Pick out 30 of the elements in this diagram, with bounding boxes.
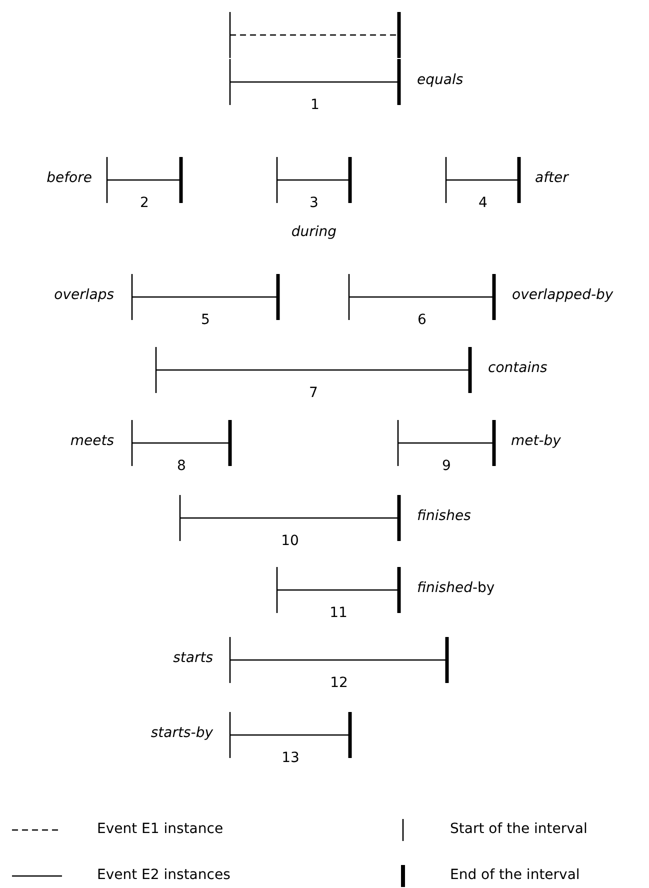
- relation-label: starts-by: [150, 725, 213, 741]
- relation-label: during: [290, 224, 338, 240]
- relation-label: overlapped-by: [512, 287, 614, 303]
- relation-label: starts: [173, 650, 213, 666]
- relation-label: overlaps: [54, 287, 114, 303]
- legend-text: Event E1 instance: [97, 821, 224, 837]
- relation-label: finishes: [417, 508, 471, 524]
- relation-label: finished-by: [417, 580, 495, 596]
- interval-number: 3: [308, 195, 320, 211]
- interval-number: 6: [416, 312, 428, 328]
- interval-number: 11: [328, 605, 348, 621]
- relation-label: before: [46, 170, 92, 186]
- interval-number: 2: [139, 195, 150, 211]
- relation-label: contains: [488, 360, 548, 376]
- interval-number: 9: [441, 458, 452, 474]
- interval-number: 10: [280, 533, 300, 549]
- legend-text: End of the interval: [450, 867, 580, 883]
- interval-number: 1: [310, 97, 320, 113]
- legend-text: Start of the interval: [450, 821, 588, 837]
- relation-label: meets: [70, 433, 114, 449]
- interval-number: 7: [308, 385, 319, 401]
- legend-text: Event E2 instances: [97, 867, 230, 883]
- interval-number: 8: [176, 458, 187, 474]
- relation-label: after: [535, 170, 568, 186]
- relation-label: equals: [417, 72, 464, 88]
- interval-number: 5: [200, 312, 211, 328]
- relation-label: met-by: [511, 433, 561, 449]
- interval-number: 12: [329, 675, 349, 691]
- interval-number: 13: [280, 750, 300, 766]
- interval-number: 4: [478, 195, 488, 211]
